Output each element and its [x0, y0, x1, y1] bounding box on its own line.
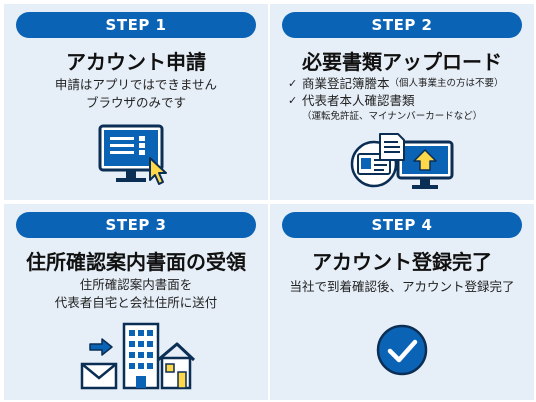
check-icon: ✓ [288, 77, 298, 90]
step3-description: 住所確認案内書面を 代表者自宅と会社住所に送付 [4, 276, 268, 312]
step3-label: STEP 3 [16, 212, 256, 238]
step2-title: 必要書類アップロード [302, 50, 502, 74]
document-icon [379, 133, 405, 161]
step2-item2-text: 代表者本人確認書類 [302, 93, 415, 108]
step2-note: （運転免許証、マイナンバーカードなど） [302, 111, 483, 122]
step1-panel: STEP 1 アカウント申請 申請はアプリではできません ブラウザのみです [4, 4, 268, 200]
step1-desc-line1: 申請はアプリではできません [54, 77, 218, 92]
step4-label: STEP 4 [282, 212, 522, 238]
house-icon [157, 342, 196, 390]
step1-label: STEP 1 [16, 12, 256, 38]
step3-desc-line2: 代表者自宅と会社住所に送付 [54, 295, 218, 310]
step2-item1-text: 商業登記簿謄本 [302, 76, 390, 91]
building-icon [122, 322, 160, 390]
step4-title: アカウント登録完了 [312, 250, 492, 274]
step1-description: 申請はアプリではできません ブラウザのみです [4, 76, 268, 112]
step3-panel: STEP 3 住所確認案内書面の受領 住所確認案内書面を 代表者自宅と会社住所に… [4, 204, 268, 400]
step2-item-registry: ✓ 商業登記簿謄本 （個人事業主の方は不要） [288, 75, 528, 92]
step4-desc-line1: 当社で到着確認後、アカウント登録完了 [289, 279, 515, 294]
monitor-with-form-icon [98, 124, 167, 185]
step2-item1-sub: （個人事業主の方は不要） [389, 78, 504, 89]
arrow-right-icon [89, 338, 113, 356]
step2-label: STEP 2 [282, 12, 522, 38]
mail-to-buildings-illustration [80, 322, 196, 390]
step4-description: 当社で到着確認後、アカウント登録完了 [270, 278, 534, 296]
step2-item-identity: ✓ 代表者本人確認書類 [288, 92, 528, 109]
upload-documents-illustration [350, 133, 454, 189]
step1-title: アカウント申請 [66, 50, 206, 74]
step2-checklist: ✓ 商業登記簿謄本 （個人事業主の方は不要） ✓ 代表者本人確認書類 （運転免許… [288, 75, 528, 124]
upload-monitor-icon [396, 140, 454, 189]
step2-panel: STEP 2 必要書類アップロード ✓ 商業登記簿謄本 （個人事業主の方は不要）… [270, 4, 534, 200]
envelope-icon [80, 362, 118, 390]
check-icon: ✓ [288, 94, 298, 107]
step4-panel: STEP 4 アカウント登録完了 当社で到着確認後、アカウント登録完了 [270, 204, 534, 400]
step3-desc-line1: 住所確認案内書面を [79, 277, 193, 292]
step1-desc-line2: ブラウザのみです [85, 95, 186, 110]
step3-title: 住所確認案内書面の受領 [26, 250, 246, 274]
checkmark-circle-icon [376, 324, 428, 376]
